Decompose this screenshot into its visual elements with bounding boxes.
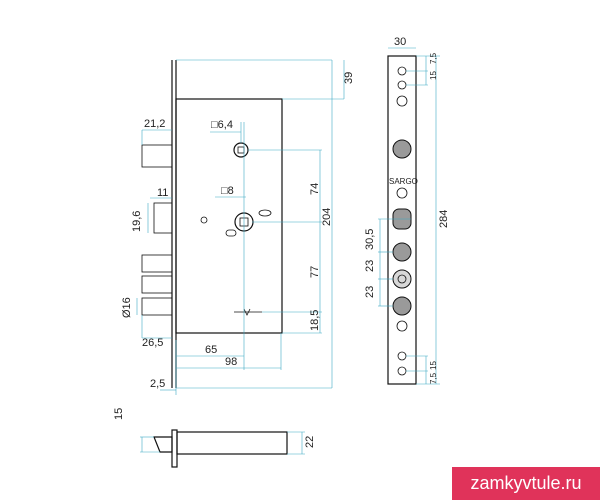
dim-18-5: 18,5 [309,310,321,331]
dim-21-2: 21,2 [144,118,165,130]
cylinder-axis-mark [243,308,251,316]
top-bolt [141,144,173,168]
screw-hole [200,216,208,224]
slot-hole [225,229,237,237]
dim-2-5: 2,5 [150,378,165,390]
dim-square-6-4: □6,4 [211,119,233,131]
screw-hole [397,80,407,90]
bolt-section [153,436,173,453]
dim-plate-7-5-bottom: 7,5 [429,372,438,384]
screw-hole [396,187,408,199]
latch-bolt [153,202,173,234]
main-bolt-2 [141,275,173,294]
dim-11: 11 [157,187,168,199]
top-bolt-hole [392,139,412,159]
dim-plate-23-a: 23 [364,260,376,272]
dim-16: Ø16 [121,297,133,318]
dim-19-6: 19,6 [131,211,143,232]
dim-204: 204 [321,208,333,226]
dim-plate-15-bottom: 15 [429,361,438,370]
dim-plate-30-5: 30,5 [364,229,376,250]
screw-hole [396,320,408,332]
screw-hole [397,366,407,376]
faceplate [387,55,417,385]
bolt-hole-3 [392,296,412,316]
dim-26-5: 26,5 [142,337,163,349]
dim-74: 74 [309,183,321,195]
dim-plate-7-5-top: 7,5 [429,52,438,64]
bolt-hole-1 [392,242,412,262]
upper-spindle-hole [233,142,249,158]
dim-plate-30: 30 [394,36,406,48]
main-bolt-3 [141,297,173,316]
faceplate-side-view: SARGO [378,47,440,385]
dim-98: 98 [225,356,237,368]
dim-22: 22 [304,436,316,448]
bolt-hole-2 [392,269,412,289]
dim-77: 77 [309,266,321,278]
dim-15-section: 15 [113,408,125,420]
dim-plate-23-b: 23 [364,286,376,298]
dim-39: 39 [343,72,355,84]
dim-plate-15-top: 15 [429,71,438,80]
site-watermark[interactable]: zamkyvtule.ru [452,467,600,500]
slot-hole [258,209,272,217]
main-bolt-1 [141,254,173,273]
lock-body-top-section [140,429,305,468]
brand-mark: SARGO [389,177,418,186]
dim-65: 65 [205,344,217,356]
screw-hole [396,95,408,107]
dim-plate-284: 284 [438,210,450,228]
dim-square-8: □8 [221,185,234,197]
screw-hole [397,66,407,76]
dimension-lines [136,59,345,395]
screw-hole [397,351,407,361]
